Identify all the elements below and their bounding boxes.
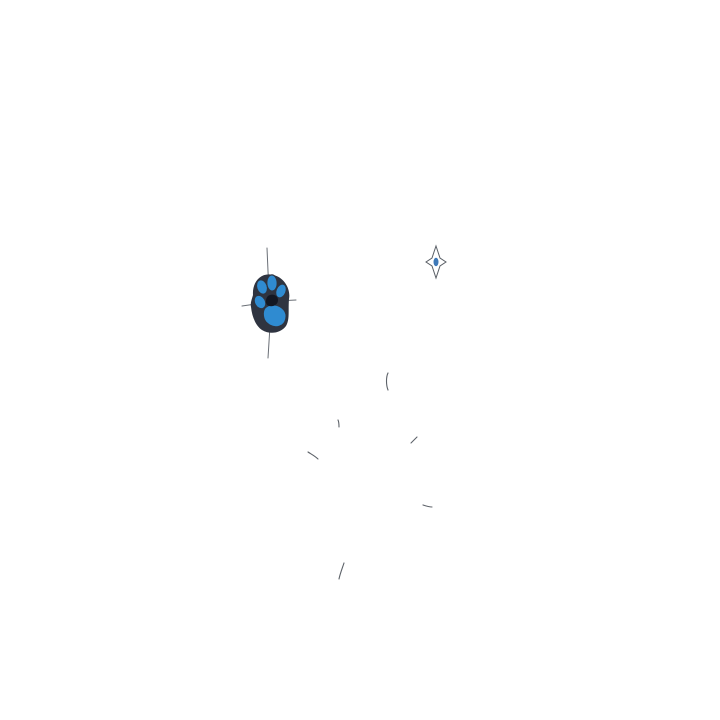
debris-mark-icon: [338, 562, 345, 580]
debris-mark-icon: [307, 451, 319, 460]
paw-print-icon: [241, 247, 297, 359]
paw-center-mark: [265, 294, 278, 307]
paw-main-pad-shape: [262, 304, 287, 328]
paw-toes-icon: [253, 274, 287, 310]
small-sparkle-star-icon: [425, 244, 447, 280]
debris-marks-group: [307, 372, 433, 580]
debris-mark-icon: [385, 372, 389, 391]
debris-mark-icon: [410, 436, 418, 444]
debris-mark-icon: [337, 419, 340, 428]
debris-mark-icon: [422, 504, 433, 508]
